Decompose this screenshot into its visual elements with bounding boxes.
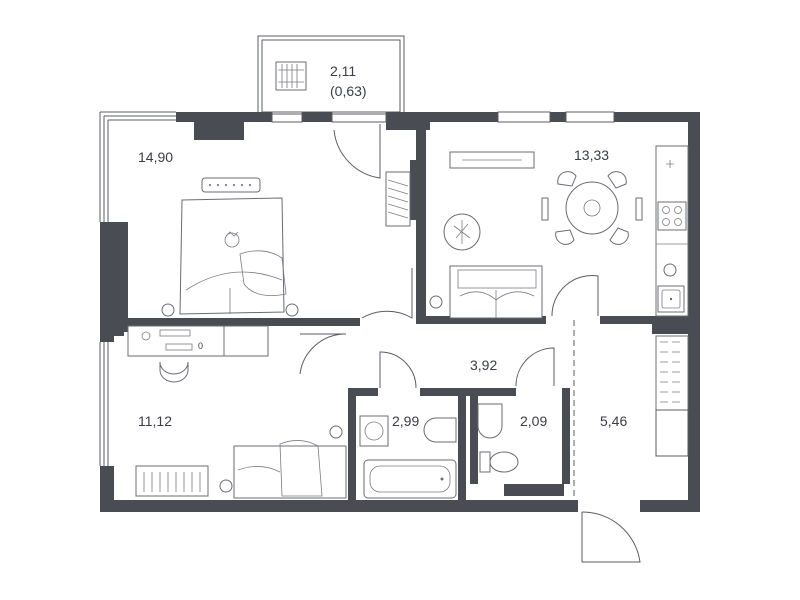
doors: [299, 124, 641, 563]
entrance-fixtures: [655, 335, 689, 457]
balcony-door: [333, 124, 381, 179]
bed-second-room: [233, 440, 347, 499]
second-room-furniture: 0: [127, 325, 347, 499]
tap-icon: [663, 263, 677, 277]
floor-lamp-icon: [429, 295, 443, 309]
hob-icon: [657, 201, 687, 231]
bathroom-door: [379, 351, 417, 389]
bedroom-furniture: [161, 171, 411, 317]
bedside-lamp-icon: [329, 425, 343, 439]
office-chair: [159, 361, 189, 383]
sink-icon: [657, 285, 685, 313]
nightstand-lamp-right: [285, 303, 299, 317]
wardrobe: [655, 335, 689, 411]
living-kitchen-furniture: [429, 145, 689, 319]
toilet-area: 2,09: [520, 413, 547, 429]
second-room-door: [299, 333, 347, 375]
ball-icon: [219, 479, 233, 493]
kitchen-door: [551, 275, 599, 317]
area-labels: 2,11 (0,63) 14,90 13,33 11,12 3,92 2,99 …: [138, 63, 627, 429]
radiator: [135, 465, 209, 497]
windows: [99, 111, 615, 466]
interior-walls: [100, 122, 688, 500]
hood-icon: [666, 160, 674, 168]
living-kitchen-area: 13,33: [574, 147, 609, 163]
desk: [127, 325, 225, 357]
bathroom-area: 2,99: [392, 413, 419, 429]
toilet-sink: [477, 403, 503, 439]
monitor-icon: [159, 329, 191, 337]
dining-table: [541, 171, 643, 245]
headboard-panel: [201, 177, 261, 193]
bedroom-area: 14,90: [138, 149, 173, 165]
washing-machine: [359, 415, 389, 447]
entrance-door: [581, 511, 641, 563]
drying-rack-icon: [275, 61, 307, 91]
desk-lamp-icon: [141, 331, 151, 341]
bedroom-door: [361, 268, 413, 319]
toilet-bowl: [479, 451, 519, 473]
keyboard-icon: [165, 343, 193, 351]
sofa: [449, 265, 543, 319]
nightstand-lamp-left: [161, 303, 175, 317]
balcony-area-note: (0,63): [330, 83, 367, 99]
column: [194, 112, 244, 140]
shelf: [223, 325, 269, 357]
toilet-fixtures: [477, 403, 519, 473]
desk-mark: 0: [198, 341, 203, 351]
wardrobe-lower: [655, 409, 689, 457]
bathroom-sink: [423, 417, 457, 443]
balcony-area: 2,11: [330, 63, 356, 79]
bathtub: [363, 459, 457, 499]
entrance-area: 5,46: [600, 413, 627, 429]
bed: [179, 197, 285, 315]
walls: [100, 112, 700, 512]
pet-icon: [224, 231, 240, 248]
bathroom-fixtures: [359, 415, 457, 499]
second-room-area: 11,12: [138, 413, 172, 429]
hall-area: 3,92: [470, 357, 497, 373]
toilet-door: [515, 347, 555, 387]
